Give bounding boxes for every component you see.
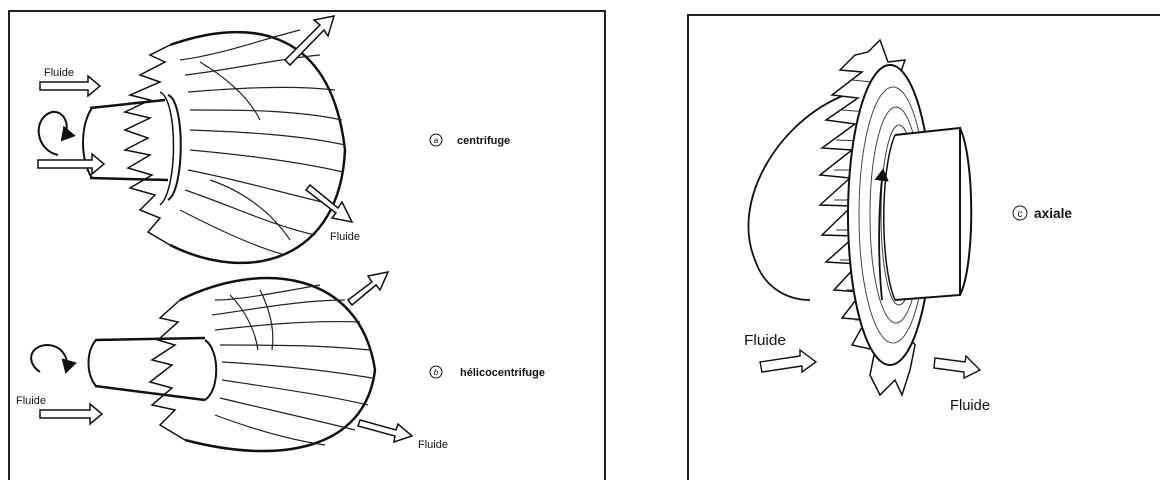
label-fluide-in-a: Fluide [44, 67, 74, 79]
caption-centrifuge: centrifuge [457, 135, 510, 147]
caption-b-group: b hélicocentrifuge [430, 366, 545, 379]
label-fluide-in-c: Fluide [744, 332, 786, 349]
caption-c-group: c axiale [1013, 205, 1072, 221]
caption-helicocentrifuge: hélicocentrifuge [460, 367, 545, 379]
letter-a: a [434, 136, 439, 145]
letter-c: c [1018, 209, 1023, 220]
letter-b: b [434, 368, 439, 377]
helicocentrifugal-impeller [31, 272, 412, 451]
label-fluide-out-a: Fluide [330, 231, 360, 243]
caption-axiale: axiale [1034, 205, 1072, 221]
centrifugal-impeller [38, 16, 352, 263]
label-fluide-in-b: Fluide [16, 395, 46, 407]
caption-a-group: a centrifuge [430, 134, 510, 147]
label-fluide-out-b: Fluide [418, 439, 448, 451]
label-fluide-out-c: Fluide [950, 397, 990, 414]
